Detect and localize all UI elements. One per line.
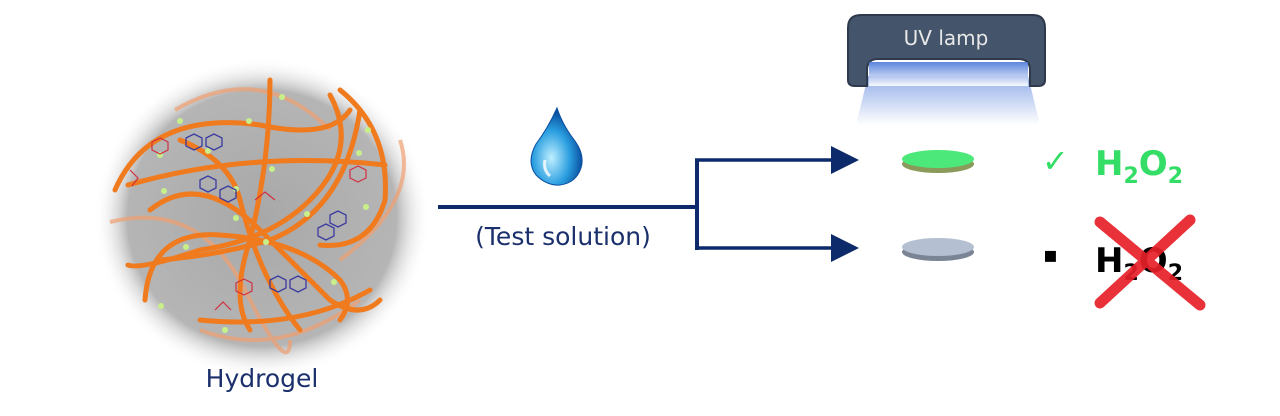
test-solution-label: (Test solution) — [475, 222, 651, 251]
hydrogel-label: Hydrogel — [206, 364, 319, 393]
h2o2-positive-label: H2O2 — [1095, 144, 1183, 189]
uv-lamp-label: UV lamp — [904, 26, 989, 50]
green-sensor-disc — [902, 150, 974, 173]
cross-out-icon — [1094, 214, 1206, 311]
uv-lamp — [847, 14, 1046, 125]
checkmark-icon: ✓ — [1042, 142, 1069, 180]
hydrogel-network — [94, 58, 430, 378]
flow-arrows — [438, 146, 859, 262]
grey-sensor-disc — [902, 238, 974, 261]
water-drop-icon — [530, 106, 583, 186]
bullet-square-icon: ▪ — [1043, 243, 1058, 268]
